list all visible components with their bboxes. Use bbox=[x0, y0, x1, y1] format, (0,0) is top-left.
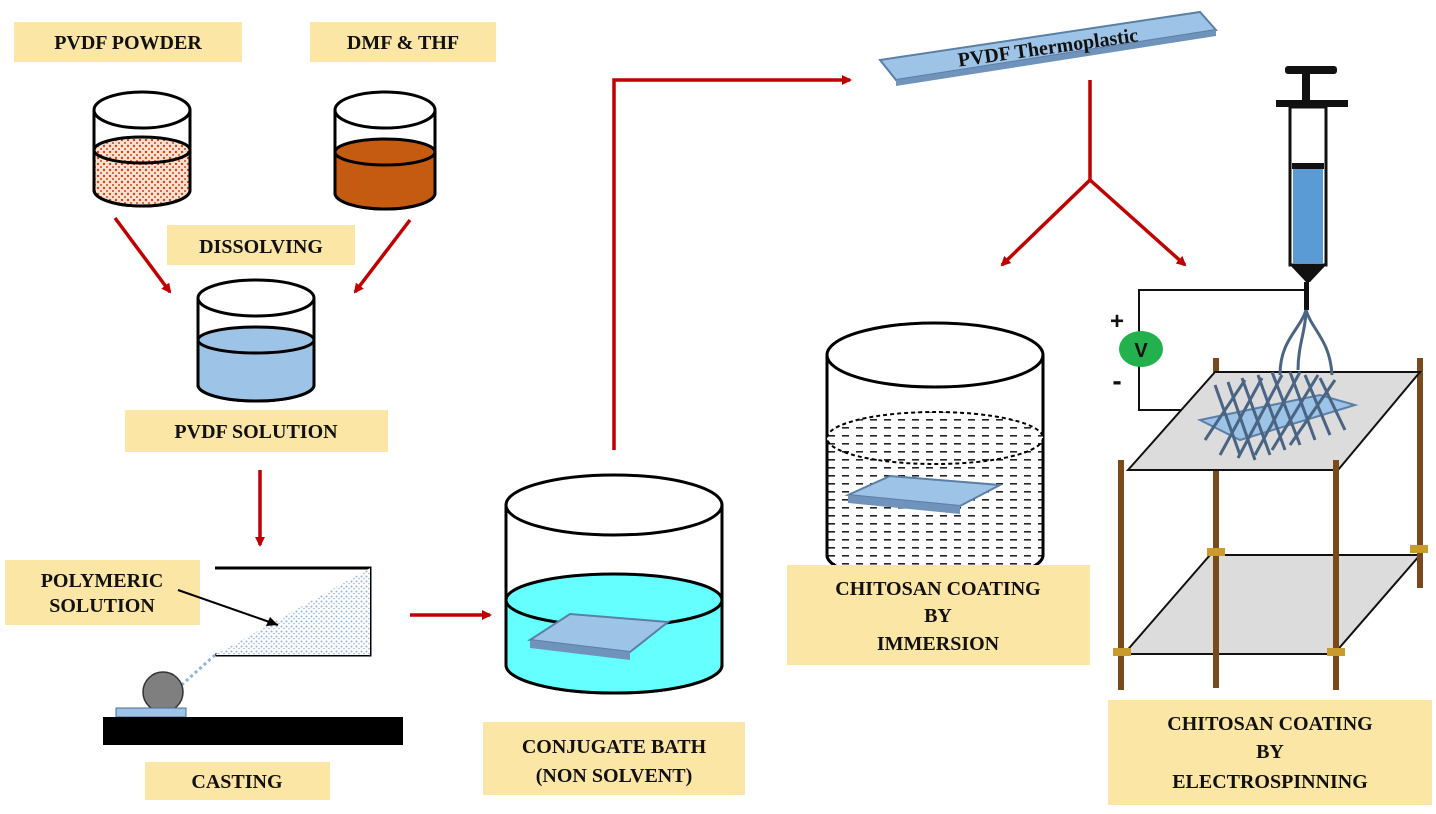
label-polymeric-solution: POLYMERIC SOLUTION bbox=[5, 560, 200, 625]
label-pvdf-powder: PVDF POWDER bbox=[14, 22, 242, 62]
svg-text:DISSOLVING: DISSOLVING bbox=[199, 236, 323, 258]
beaker-pvdf-solution bbox=[196, 278, 316, 403]
casting-plate bbox=[103, 717, 403, 745]
electrospun-fibers bbox=[1203, 309, 1347, 461]
collector-stand bbox=[1113, 309, 1428, 690]
membrane-in-bath bbox=[527, 612, 671, 654]
arrow-bath-to-thermoplastic bbox=[612, 75, 852, 450]
svg-text:CHITOSAN COATING: CHITOSAN COATING bbox=[835, 578, 1041, 600]
svg-text:+: + bbox=[1110, 308, 1124, 335]
pointer-polymeric-solution bbox=[177, 589, 279, 626]
voltmeter-icon bbox=[1119, 331, 1163, 367]
svg-text:ELECTROSPINNING: ELECTROSPINNING bbox=[1172, 771, 1368, 793]
label-dissolving: DISSOLVING bbox=[167, 225, 355, 265]
casting-roller bbox=[142, 671, 184, 713]
arrow-solvent-to-solution bbox=[353, 218, 412, 294]
svg-text:SOLUTION: SOLUTION bbox=[49, 595, 155, 617]
svg-text:CASTING: CASTING bbox=[191, 771, 283, 793]
pointer-head bbox=[266, 617, 278, 626]
svg-text:IMMERSION: IMMERSION bbox=[877, 633, 1000, 655]
svg-text:POLYMERIC: POLYMERIC bbox=[41, 570, 164, 592]
beaker-immersion bbox=[825, 321, 1045, 585]
svg-text:PVDF Thermoplastic: PVDF Thermoplastic bbox=[957, 24, 1140, 71]
label-immersion: CHITOSAN COATING BY IMMERSION bbox=[787, 565, 1090, 665]
svg-text:CHITOSAN COATING: CHITOSAN COATING bbox=[1167, 713, 1373, 735]
label-casting: CASTING bbox=[145, 762, 330, 800]
casting-apparatus bbox=[103, 566, 403, 745]
svg-text:(NON SOLVENT): (NON SOLVENT) bbox=[536, 765, 693, 787]
svg-text:DMF & THF: DMF & THF bbox=[347, 32, 459, 54]
bottom-plate bbox=[1121, 554, 1423, 655]
beaker-pvdf-powder bbox=[92, 90, 192, 208]
label-conjugate-bath: CONJUGATE BATH (NON SOLVENT) bbox=[483, 722, 745, 795]
svg-text:PVDF POWDER: PVDF POWDER bbox=[54, 32, 202, 54]
label-dmf-thf: DMF & THF bbox=[310, 22, 496, 62]
cast-film bbox=[115, 707, 187, 718]
label-pvdf-solution: PVDF SOLUTION bbox=[125, 410, 388, 452]
label-electrospinning: CHITOSAN COATING BY ELECTROSPINNING bbox=[1108, 700, 1432, 805]
arrow-to-electrospinning bbox=[1088, 178, 1187, 267]
svg-text:BY: BY bbox=[924, 605, 952, 627]
arrow-powder-to-solution bbox=[113, 216, 172, 294]
svg-text:-: - bbox=[1112, 365, 1121, 396]
syringe bbox=[1276, 66, 1348, 310]
svg-text:BY: BY bbox=[1256, 741, 1284, 763]
beaker-conjugate-bath bbox=[504, 473, 724, 695]
beaker-dmf-thf bbox=[333, 90, 437, 211]
pvdf-thermoplastic-slab: PVDF Thermoplastic bbox=[878, 10, 1218, 86]
svg-text:CONJUGATE BATH: CONJUGATE BATH bbox=[522, 736, 707, 758]
svg-text:PVDF SOLUTION: PVDF SOLUTION bbox=[174, 421, 338, 443]
svg-text:V: V bbox=[1134, 340, 1148, 362]
arrow-to-immersion bbox=[1000, 178, 1092, 267]
voltage-circuit: V + - bbox=[1110, 289, 1306, 411]
